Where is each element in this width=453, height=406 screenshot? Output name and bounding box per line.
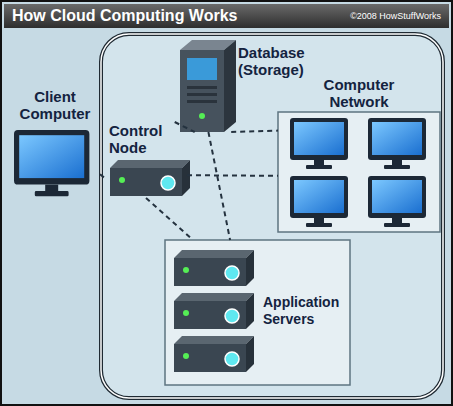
computer-network: Computer Network <box>278 76 440 232</box>
dashed-link <box>146 198 193 240</box>
control-node: Control Node <box>105 122 187 198</box>
node-label: Control Node <box>109 122 171 156</box>
node-label: Computer Network <box>306 76 412 110</box>
node-label: Application Servers <box>263 294 349 328</box>
database-storage: Database (Storage) <box>178 38 330 132</box>
dashed-link <box>100 174 105 178</box>
dashed-link <box>208 132 230 240</box>
node-label: Database (Storage) <box>238 44 326 78</box>
copyright-note: ©2008 HowStuffWorks <box>350 11 441 22</box>
dashed-link <box>187 174 278 177</box>
dashed-link <box>231 131 278 132</box>
dashed-link <box>175 122 195 132</box>
title-text: How Cloud Computing Works <box>12 7 237 25</box>
application-servers: Application Servers <box>165 240 351 385</box>
node-label: Client Computer <box>12 88 98 122</box>
client-computer: Client Computer <box>12 88 100 200</box>
